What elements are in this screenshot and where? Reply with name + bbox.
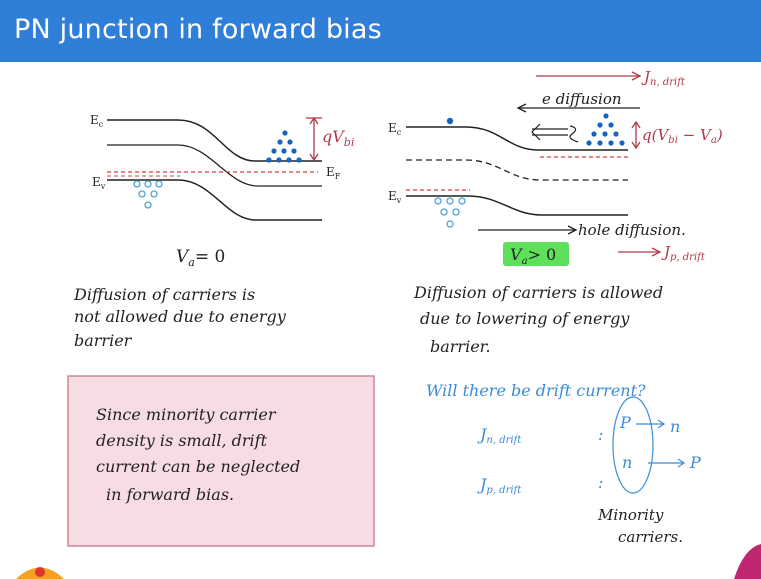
electron-flow-double-arrow bbox=[531, 123, 579, 143]
left-band-diagram: Ec Ev EF qVbi Va= 0 bbox=[90, 113, 354, 269]
right-bias-label: Va> 0 bbox=[510, 245, 556, 267]
jn-from-p: P bbox=[619, 413, 631, 432]
left-note-line-2: not allowed due to energy bbox=[74, 307, 287, 326]
left-note-line-1: Diffusion of carriers is bbox=[73, 285, 255, 304]
jp-from-n: n bbox=[622, 453, 632, 472]
right-ec-band bbox=[406, 126, 628, 151]
jp-drift-note: Jp, drift bbox=[477, 475, 522, 496]
left-ef-label: EF bbox=[326, 165, 341, 181]
corner-logo-icon bbox=[16, 567, 64, 579]
right-barrier-label: q(Vbi − Va) bbox=[642, 126, 723, 146]
jn-drift-label: Jn, drift bbox=[641, 68, 686, 88]
hole-diffusion-label: hole diffusion. bbox=[578, 221, 686, 239]
left-note-line-3: barrier bbox=[74, 331, 133, 350]
left-hole-cluster bbox=[133, 180, 163, 209]
jp-drift-arrowhead bbox=[651, 247, 662, 257]
jp-drift-label: Jp, drift bbox=[661, 243, 706, 263]
hole-diffusion-arrowhead bbox=[567, 225, 578, 235]
jn-drift-arrowhead bbox=[631, 71, 642, 81]
corner-decoration-icon bbox=[734, 544, 761, 579]
minority-oval bbox=[612, 396, 654, 494]
left-notes: Diffusion of carriers is not allowed due… bbox=[73, 285, 287, 350]
left-ev-label: Ev bbox=[92, 175, 106, 191]
e-diffusion-arrowhead bbox=[516, 103, 527, 113]
right-note-line-1: Diffusion of carriers is allowed bbox=[413, 283, 663, 302]
right-note-line-2: due to lowering of energy bbox=[420, 309, 630, 328]
jp-arrowhead bbox=[677, 458, 686, 468]
note-box-bg bbox=[67, 375, 375, 547]
right-barrier-bracket bbox=[631, 120, 641, 150]
jn-colon: : bbox=[598, 425, 603, 444]
note-box-line-4: in forward bias. bbox=[106, 485, 234, 504]
right-mid-band bbox=[406, 159, 628, 181]
title-bar: PN junction in forward bias bbox=[0, 0, 761, 62]
right-band-diagram: Jn, drift e diffusion Ec Ev bbox=[388, 68, 723, 267]
right-ev-band bbox=[406, 195, 628, 216]
left-barrier-label: qVbi bbox=[322, 127, 354, 149]
jn-to-n: n bbox=[670, 417, 680, 436]
note-box-line-3: current can be neglected bbox=[96, 457, 300, 476]
minority-label-1: Minority bbox=[597, 506, 664, 524]
note-box: Since minority carrier density is small,… bbox=[67, 375, 375, 547]
jp-to-p: P bbox=[689, 453, 701, 472]
right-ev-label: Ev bbox=[388, 189, 402, 205]
bias-highlight bbox=[503, 242, 569, 266]
note-box-line-2: density is small, drift bbox=[96, 431, 268, 450]
minority-label-2: carriers. bbox=[618, 528, 683, 546]
right-single-electron bbox=[446, 117, 454, 125]
left-ec-label: Ec bbox=[90, 113, 104, 129]
jp-colon: : bbox=[598, 473, 603, 492]
note-box-line-1: Since minority carrier bbox=[96, 405, 277, 424]
right-notes: Diffusion of carriers is allowed due to … bbox=[413, 283, 701, 546]
right-hole-cluster bbox=[434, 197, 466, 228]
drift-question: Will there be drift current? bbox=[426, 381, 646, 400]
left-electron-cluster bbox=[266, 130, 302, 163]
e-diffusion-label: e diffusion bbox=[542, 90, 622, 108]
left-ev-band bbox=[107, 179, 322, 221]
left-ec-band bbox=[107, 119, 322, 162]
left-barrier-bracket bbox=[306, 116, 322, 162]
left-mid-band bbox=[107, 144, 322, 187]
slide-title: PN junction in forward bias bbox=[14, 14, 382, 45]
right-electron-cluster bbox=[586, 113, 625, 146]
jn-arrowhead bbox=[657, 419, 666, 429]
left-bias-label: Va= 0 bbox=[176, 247, 225, 269]
right-ec-label: Ec bbox=[388, 121, 402, 137]
jn-drift-note: Jn, drift bbox=[477, 425, 522, 446]
right-note-line-3: barrier. bbox=[430, 337, 491, 356]
